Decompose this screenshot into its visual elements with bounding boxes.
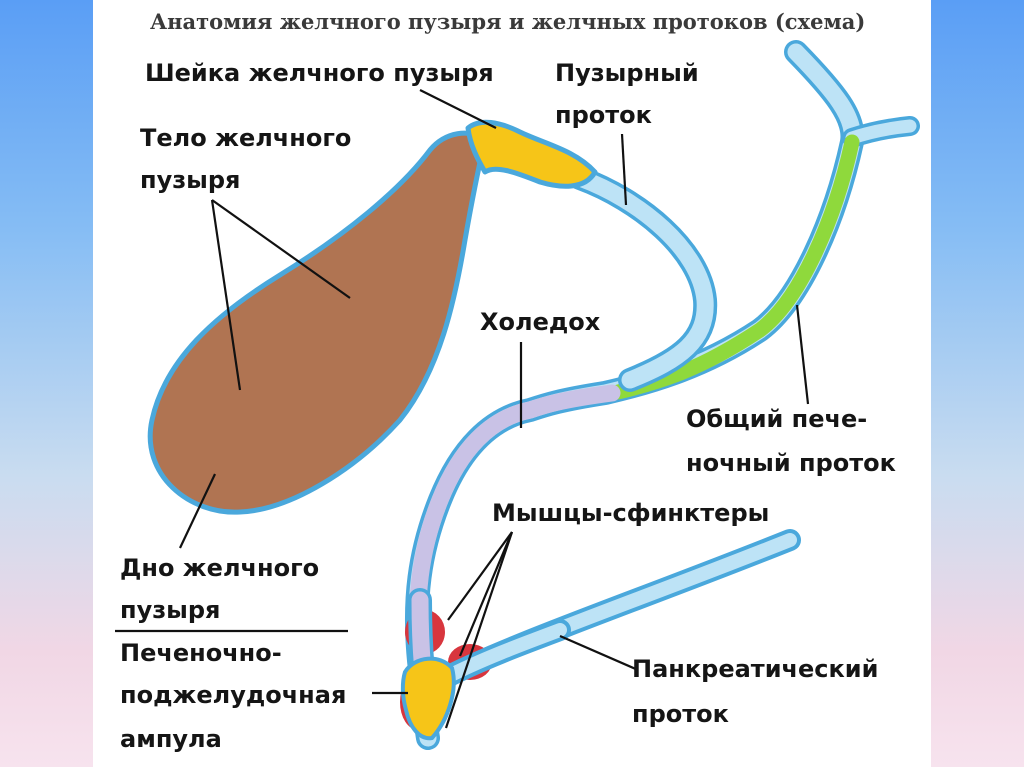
label-gallbladder-neck: Шейка желчного пузыря (145, 59, 494, 87)
cystic-duct-fill (571, 169, 714, 389)
label-pancreatic-duct-line2: проток (632, 700, 729, 728)
diagram-title: Анатомия желчного пузыря и желчных прото… (150, 9, 866, 34)
label-cystic-duct-line2: проток (555, 101, 652, 129)
common-hepatic-duct-highlight (610, 134, 860, 400)
label-gallbladder-fundus-line1: Дно желчного (120, 554, 320, 582)
label-cystic-duct-line1: Пузырный (555, 59, 699, 87)
label-gallbladder-fundus-line2: пузыря (120, 596, 221, 624)
choledoch-highlight (409, 384, 621, 669)
label-pancreatic-duct-line1: Панкреатический (632, 655, 879, 683)
label-ampulla-line1: Печеночно- (120, 639, 282, 667)
label-ampulla-line3: ампула (120, 725, 222, 753)
label-choledoch: Холедох (480, 308, 601, 336)
leader-lines (115, 89, 810, 729)
label-sphincter-muscles: Мышцы-сфинктеры (492, 499, 770, 527)
label-gallbladder-body-line1: Тело желчного (140, 124, 352, 152)
hepatopancreatic-ampulla (400, 656, 456, 741)
gallbladder-body (147, 130, 488, 515)
label-ampulla-line2: поджелудочная (120, 681, 347, 709)
label-common-hepatic-duct-line2: ночный проток (686, 449, 896, 477)
gallbladder-neck (465, 119, 598, 189)
label-gallbladder-body-line2: пузыря (140, 166, 241, 194)
label-common-hepatic-duct-line1: Общий пече- (686, 405, 868, 433)
